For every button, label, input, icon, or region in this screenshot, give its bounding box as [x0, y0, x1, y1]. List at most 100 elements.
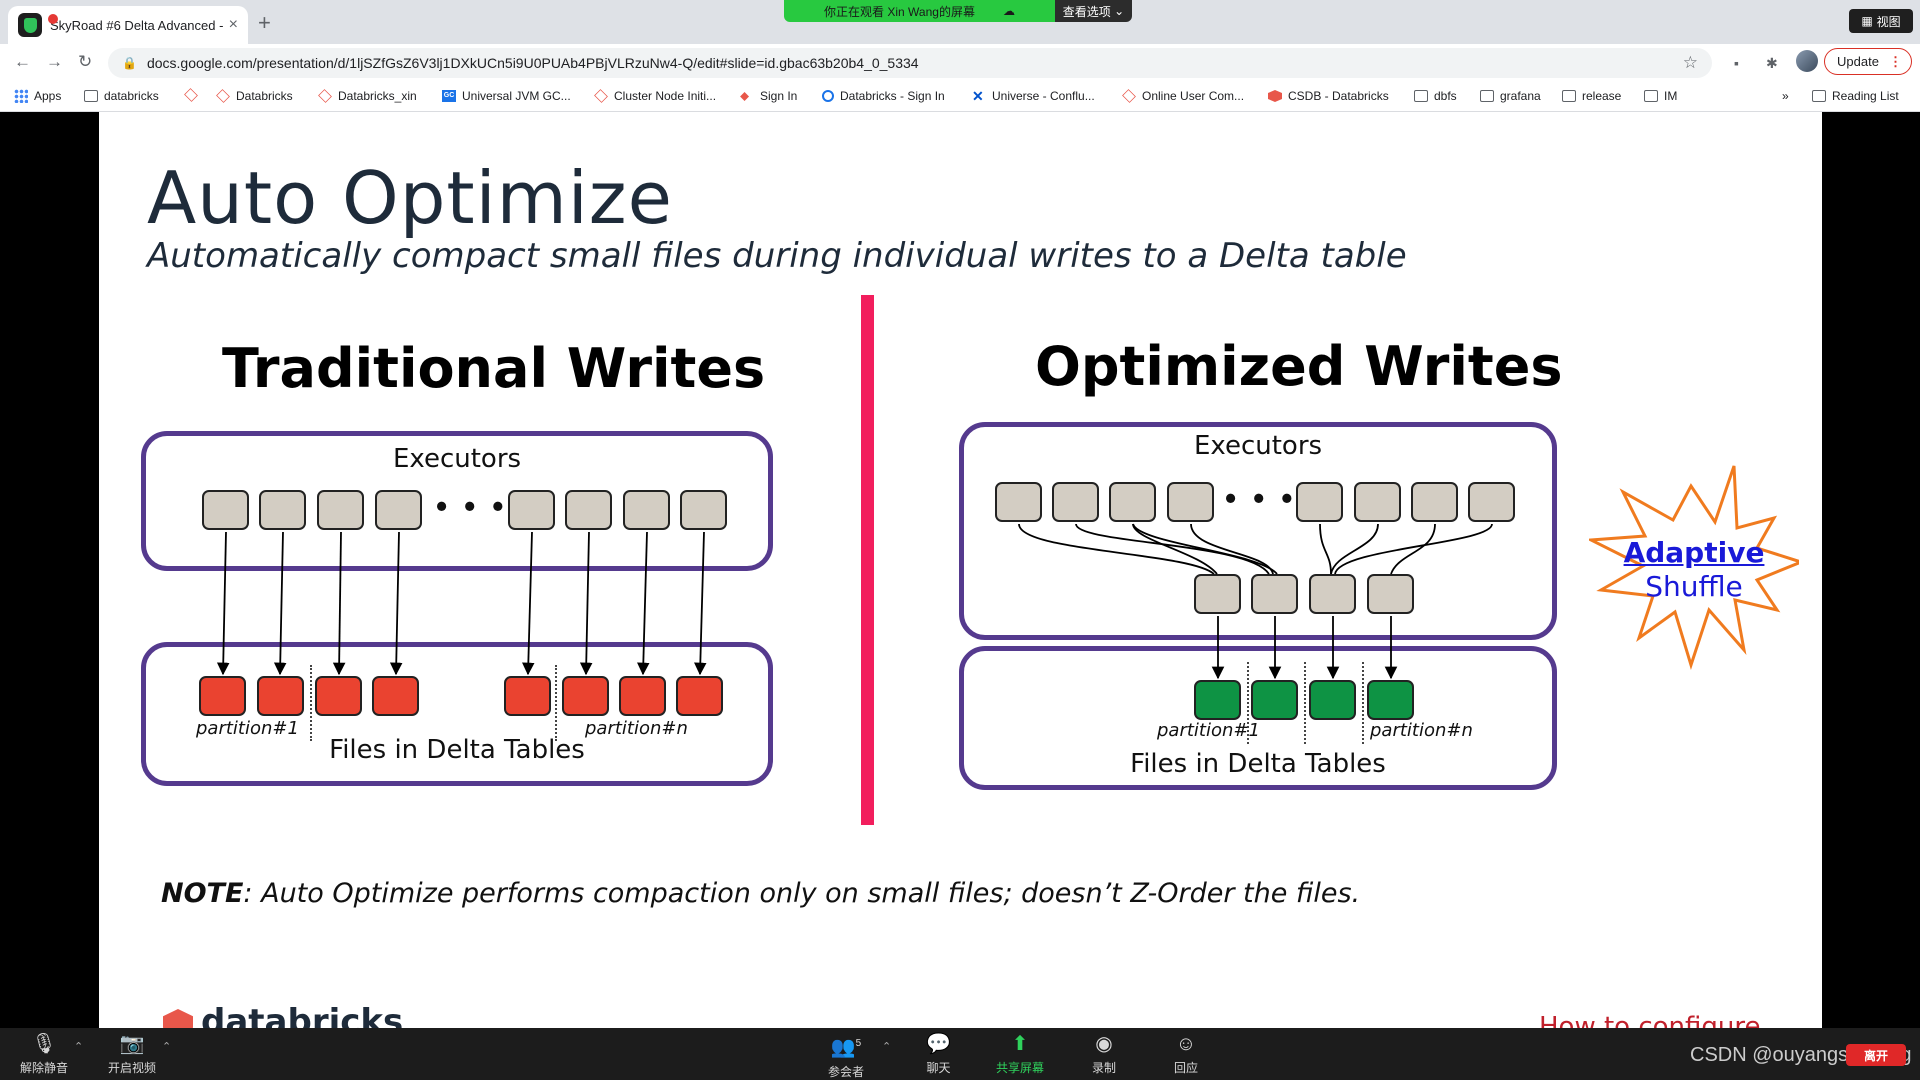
- bookmark-databricks[interactable]: Databricks: [216, 89, 293, 103]
- participants-button[interactable]: 👥5 参会者: [828, 1032, 864, 1080]
- gc-icon: GC: [442, 90, 456, 102]
- bookmark-sign-in[interactable]: ⬥Sign In: [740, 88, 798, 103]
- signin-icon: ⬥: [740, 88, 750, 103]
- bookmark-apps[interactable]: Apps: [14, 89, 61, 103]
- executor-task: [1052, 482, 1099, 522]
- how-to-configure-link[interactable]: How to configure: [1539, 1012, 1761, 1028]
- executor-task: [565, 490, 612, 530]
- slide-title: Auto Optimize: [147, 156, 673, 240]
- share-screen-label: 共享屏幕: [996, 1061, 1045, 1075]
- view-label: 视图: [1876, 14, 1901, 29]
- extension-icon[interactable]: ▪: [1734, 55, 1739, 71]
- adaptive-link[interactable]: Adaptive: [1623, 536, 1765, 569]
- reading-list-button[interactable]: Reading List: [1812, 89, 1899, 103]
- reading-list-icon: [1812, 90, 1826, 102]
- confluence-icon: ✕: [972, 88, 984, 104]
- cloud-icon: ☁: [1002, 4, 1015, 18]
- chat-icon: 💬: [926, 1033, 951, 1055]
- bookmark-online-user[interactable]: Online User Com...: [1122, 89, 1244, 103]
- databricks-logo: databricks: [163, 1002, 403, 1028]
- partition-last-label: partition#n: [1370, 720, 1473, 741]
- participants-chevron-icon[interactable]: ⌃: [882, 1041, 892, 1053]
- right-executors-label: Executors: [1193, 431, 1323, 461]
- share-status: 你正在观看 Xin Wang的屏幕 ☁: [784, 0, 1055, 22]
- reactions-label: 回应: [1174, 1061, 1199, 1075]
- record-icon: ◉: [1095, 1033, 1113, 1055]
- share-status-text: 你正在观看 Xin Wang的屏幕: [824, 4, 975, 19]
- bookmark-release[interactable]: release: [1562, 89, 1621, 103]
- view-options-label: 查看选项: [1062, 4, 1111, 19]
- bookmark-star-icon[interactable]: ☆: [1682, 53, 1698, 72]
- databricks-logo-icon: [163, 1009, 193, 1028]
- bookmark-databricks-sign-in[interactable]: Databricks - Sign In: [822, 89, 945, 103]
- executor-task: [1468, 482, 1515, 522]
- view-options-button[interactable]: 查看选项 ⌄: [1055, 0, 1132, 22]
- executor-task: [1411, 482, 1458, 522]
- record-button[interactable]: ◉ 录制: [1092, 1032, 1116, 1076]
- apps-icon: [14, 89, 28, 103]
- back-icon[interactable]: ←: [14, 52, 31, 71]
- slide-note: NOTE: Auto Optimize performs compaction …: [161, 878, 1360, 909]
- folder-icon: [1480, 90, 1494, 102]
- bookmarks-overflow[interactable]: »: [1782, 89, 1789, 103]
- partition-last-label: partition#n: [585, 718, 688, 739]
- chat-button[interactable]: 💬 聊天: [926, 1032, 951, 1076]
- unmute-button[interactable]: 🎙 解除静音: [20, 1032, 68, 1076]
- file-block-red: [199, 676, 246, 716]
- partition-separator: [555, 665, 557, 741]
- update-button[interactable]: Update ⋮: [1824, 48, 1912, 75]
- ring-icon: [822, 90, 834, 102]
- partition-separator: [310, 665, 312, 741]
- grid-icon: ▦: [1861, 14, 1873, 28]
- lock-icon: 🔒: [122, 56, 137, 70]
- bookmark-databricks-xin[interactable]: Databricks_xin: [318, 89, 417, 103]
- partition-separator: [1304, 662, 1306, 744]
- url-text: docs.google.com/presentation/d/1ljSZfGsZ…: [146, 55, 919, 71]
- menu-dots-icon: ⋮: [1889, 53, 1902, 69]
- bookmark-databricks-folder[interactable]: databricks: [84, 89, 159, 103]
- partition-separator: [1247, 662, 1249, 744]
- profile-avatar[interactable]: [1796, 50, 1818, 72]
- right-files-label: Files in Delta Tables: [1130, 749, 1386, 779]
- recording-dot-icon: [48, 14, 58, 24]
- file-block-green: [1309, 680, 1356, 720]
- ellipsis: • • •: [436, 488, 508, 524]
- file-block-red: [504, 676, 551, 716]
- browser-tab[interactable]: SkyRoad #6 Delta Advanced - ×: [8, 6, 248, 44]
- bookmark-csdb[interactable]: CSDB - Databricks: [1268, 89, 1389, 103]
- bookmark-dbfs[interactable]: dbfs: [1414, 89, 1457, 103]
- bookmark-databricks-icon[interactable]: [184, 88, 198, 102]
- bookmark-im[interactable]: IM: [1644, 89, 1677, 103]
- address-bar[interactable]: 🔒 docs.google.com/presentation/d/1ljSZfG…: [108, 48, 1712, 78]
- executor-task: [680, 490, 727, 530]
- bookmarks-bar: Apps databricks Databricks Databricks_xi…: [0, 82, 1920, 112]
- close-tab-icon[interactable]: ×: [228, 16, 238, 33]
- view-button[interactable]: ▦ 视图: [1849, 9, 1913, 33]
- executor-task: [375, 490, 422, 530]
- puzzle-icon[interactable]: ✱: [1766, 55, 1778, 71]
- reload-icon[interactable]: ↻: [78, 52, 93, 71]
- partition-separator: [1362, 662, 1364, 744]
- bookmark-grafana[interactable]: grafana: [1480, 89, 1541, 103]
- audio-options-chevron-icon[interactable]: ⌃: [74, 1041, 84, 1053]
- note-text: : Auto Optimize performs compaction only…: [243, 878, 1361, 909]
- left-files-label: Files in Delta Tables: [329, 735, 585, 765]
- file-block-red: [257, 676, 304, 716]
- browser-toolbar: ← → ↻ 🔒 docs.google.com/presentation/d/1…: [0, 44, 1920, 82]
- leave-button[interactable]: 离开: [1846, 1044, 1906, 1066]
- new-tab-button[interactable]: +: [258, 10, 271, 35]
- reactions-icon: ☺: [1175, 1033, 1197, 1055]
- reactions-button[interactable]: ☺ 回应: [1174, 1032, 1198, 1076]
- partition-first-label: partition#1: [1157, 720, 1260, 741]
- video-options-chevron-icon[interactable]: ⌃: [162, 1041, 172, 1053]
- bookmark-universe-confluence[interactable]: ✕Universe - Conflu...: [972, 88, 1095, 104]
- share-screen-button[interactable]: ⬆ 共享屏幕: [996, 1032, 1044, 1076]
- ellipsis: • • •: [1225, 480, 1297, 516]
- bookmark-cluster-node[interactable]: Cluster Node Initi...: [594, 89, 716, 103]
- executor-task: [1167, 482, 1214, 522]
- file-block-red: [315, 676, 362, 716]
- start-video-button[interactable]: 📷 开启视频: [108, 1032, 156, 1076]
- left-files-box: Files in Delta Tables: [141, 642, 773, 786]
- forward-icon[interactable]: →: [46, 52, 63, 71]
